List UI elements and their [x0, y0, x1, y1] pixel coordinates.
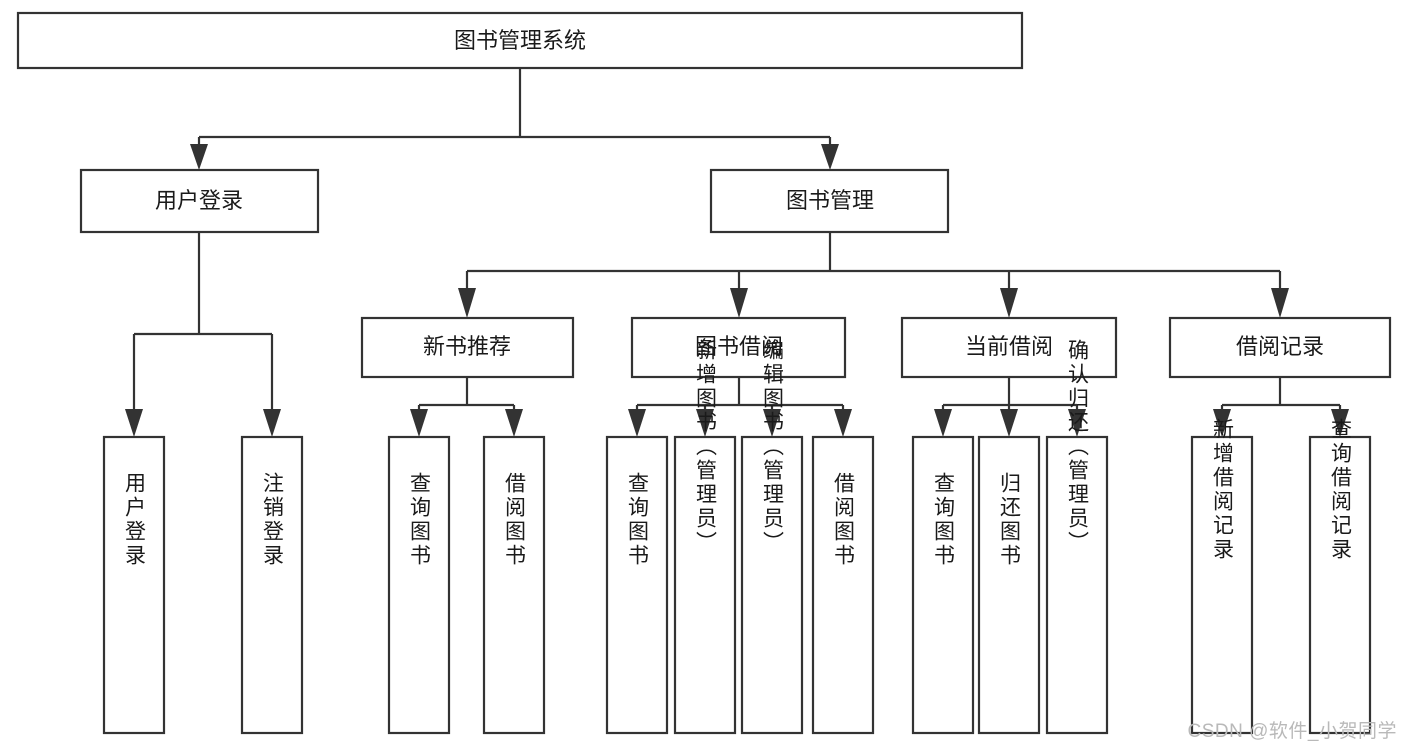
leaf-current-borrow-return[interactable]: 归还图书: [977, 435, 1041, 735]
arrow-new-book-leaf-1: [410, 409, 428, 437]
arrow-root-to-user-login: [190, 144, 208, 170]
leaf-new-book-borrow-label: 借阅图书: [503, 472, 527, 568]
node-root-label: 图书管理系统: [454, 28, 586, 53]
connector-group: [125, 68, 1349, 437]
connector-root-to-level1: [197, 68, 832, 152]
arrow-book-borrow-leaf-3: [763, 409, 781, 437]
node-current-borrow-label: 当前借阅: [965, 334, 1053, 359]
arrow-borrow-records-leaf-1: [1213, 409, 1231, 437]
arrow-new-book-leaf-2: [505, 409, 523, 437]
leaf-user-login-logout[interactable]: 注销登录: [240, 435, 304, 735]
leaf-current-borrow-confirm[interactable]: 确认归还（管理员）: [1045, 339, 1109, 735]
arrow-book-borrow-leaf-4: [834, 409, 852, 437]
leaf-user-login-login-label: 用户登录: [123, 472, 147, 568]
arrow-borrow-records-leaf-2: [1331, 409, 1349, 437]
leaf-current-borrow-query[interactable]: 查询图书: [911, 435, 975, 735]
arrow-user-login-leaf-1: [125, 409, 143, 437]
connector-user-login-to-leaves: [132, 232, 274, 412]
leaf-book-borrow-add-label: 新增图书（管理员）: [694, 339, 718, 555]
leaf-user-login-logout-label: 注销登录: [261, 472, 285, 568]
node-book-borrow-label: 图书借阅: [695, 334, 783, 359]
connector-book-borrow-to-leaves: [635, 377, 845, 412]
arrow-user-login-leaf-2: [263, 409, 281, 437]
leaf-current-borrow-return-label: 归还图书: [998, 472, 1022, 568]
node-user-login-label: 用户登录: [155, 188, 243, 213]
arrow-level2-current-borrow: [1000, 288, 1018, 318]
leaf-borrow-records-query[interactable]: 查询借阅记录: [1308, 418, 1372, 735]
arrow-root-to-book-mgmt: [821, 144, 839, 170]
arrow-level2-new-book: [458, 288, 476, 318]
leaf-book-borrow-edit[interactable]: 编辑图书（管理员）: [740, 339, 804, 735]
node-book-borrow[interactable]: 图书借阅: [630, 316, 847, 379]
leaf-user-login-login[interactable]: 用户登录: [102, 435, 166, 735]
arrow-current-borrow-leaf-3: [1068, 409, 1086, 437]
node-user-login[interactable]: 用户登录: [79, 168, 320, 234]
leaf-new-book-borrow[interactable]: 借阅图书: [482, 435, 546, 735]
leaf-book-borrow-borrow-label: 借阅图书: [832, 472, 856, 568]
leaf-book-borrow-query[interactable]: 查询图书: [605, 435, 669, 735]
leaf-new-book-query-label: 查询图书: [408, 472, 432, 568]
leaf-book-borrow-query-label: 查询图书: [626, 472, 650, 568]
leaf-current-borrow-confirm-label: 确认归还（管理员）: [1066, 339, 1090, 555]
node-book-management[interactable]: 图书管理: [709, 168, 950, 234]
arrow-level2-borrow-records: [1271, 288, 1289, 318]
leaf-borrow-records-add[interactable]: 新增借阅记录: [1190, 418, 1254, 735]
node-current-borrow[interactable]: 当前借阅: [900, 316, 1118, 379]
leaf-book-borrow-add[interactable]: 新增图书（管理员）: [673, 339, 737, 735]
arrow-level2-book-borrow: [730, 288, 748, 318]
node-new-book-recommend[interactable]: 新书推荐: [360, 316, 575, 379]
connector-current-borrow-to-leaves: [941, 377, 1079, 412]
leaf-book-borrow-edit-label: 编辑图书（管理员）: [761, 339, 785, 555]
arrow-book-borrow-leaf-1: [628, 409, 646, 437]
leaf-current-borrow-query-label: 查询图书: [932, 472, 956, 568]
connector-new-book-to-leaves: [417, 377, 516, 412]
arrow-current-borrow-leaf-1: [934, 409, 952, 437]
node-borrow-records-label: 借阅记录: [1236, 334, 1324, 359]
leaf-borrow-records-query-label: 查询借阅记录: [1329, 418, 1353, 562]
node-borrow-records[interactable]: 借阅记录: [1168, 316, 1392, 379]
arrow-current-borrow-leaf-2: [1000, 409, 1018, 437]
leaf-borrow-records-add-label: 新增借阅记录: [1211, 418, 1235, 562]
node-new-book-recommend-label: 新书推荐: [423, 334, 511, 359]
node-book-management-label: 图书管理: [786, 188, 874, 213]
leaf-book-borrow-borrow[interactable]: 借阅图书: [811, 435, 875, 735]
connector-book-mgmt-to-level2: [465, 232, 1282, 290]
node-root-book-management-system[interactable]: 图书管理系统: [16, 11, 1024, 70]
connector-borrow-records-to-leaves: [1220, 377, 1342, 412]
leaf-new-book-query[interactable]: 查询图书: [387, 435, 451, 735]
arrow-book-borrow-leaf-2: [696, 409, 714, 437]
